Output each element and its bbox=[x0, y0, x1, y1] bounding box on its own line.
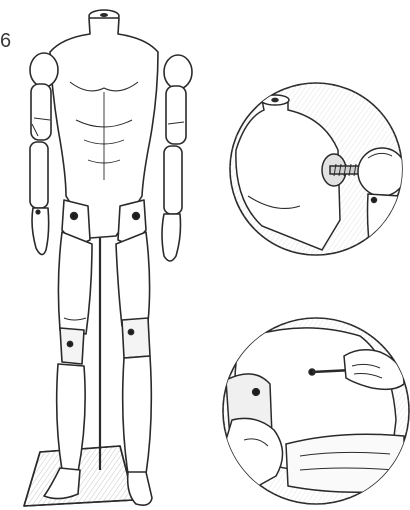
right-knee-screw bbox=[128, 329, 133, 334]
right-hand bbox=[162, 214, 181, 261]
right-upper-arm bbox=[166, 86, 186, 144]
left-knee-screw bbox=[67, 341, 72, 346]
left-forearm bbox=[30, 142, 48, 208]
shoulder-ball bbox=[358, 148, 406, 196]
left-shoulder-ball bbox=[30, 53, 58, 87]
left-shin bbox=[57, 364, 85, 472]
right-thigh bbox=[116, 232, 150, 326]
left-hand bbox=[32, 208, 49, 255]
left-thigh bbox=[58, 232, 92, 334]
hip-joint-screw bbox=[253, 389, 260, 396]
forearm-sleeve bbox=[286, 434, 404, 492]
right-forearm bbox=[164, 146, 182, 214]
mannequin-figure bbox=[24, 10, 192, 506]
right-hip-screw bbox=[133, 213, 140, 220]
shoulder-joint-detail bbox=[230, 83, 406, 262]
right-shoulder-ball bbox=[164, 55, 192, 89]
left-upper-arm bbox=[31, 84, 51, 140]
right-knee-panel bbox=[122, 318, 150, 358]
detail-upper-arm bbox=[368, 194, 405, 262]
right-shin bbox=[123, 356, 152, 474]
left-hip-screw bbox=[71, 213, 78, 220]
hex-key-detail bbox=[222, 318, 410, 504]
